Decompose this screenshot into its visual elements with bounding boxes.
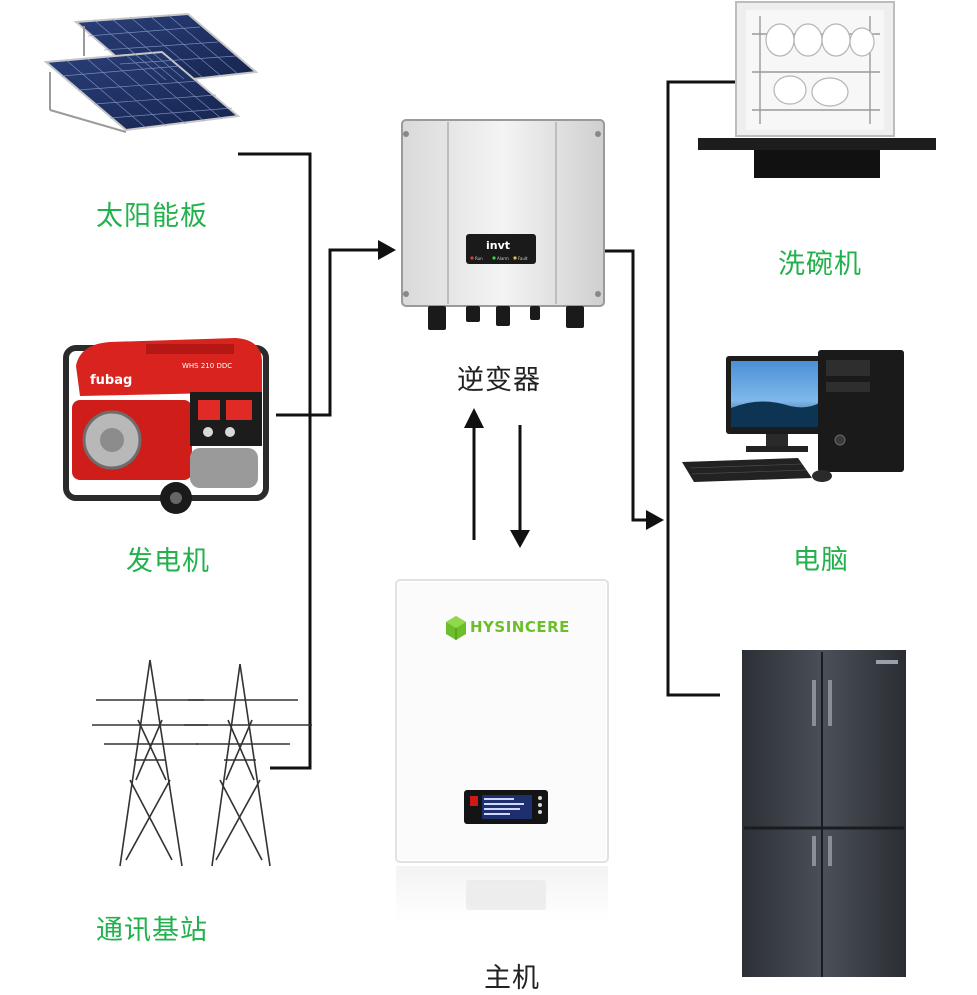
telecom-tower-label: 通讯基站 — [96, 915, 208, 946]
solar-panel-illustration — [43, 12, 259, 133]
generator-label: 发电机 — [126, 546, 210, 577]
inverter-indicator-fault: Fault — [518, 256, 528, 261]
inverter-output-connector — [604, 249, 648, 522]
arrow-up-to-inverter — [464, 408, 484, 428]
computer-label: 电脑 — [793, 545, 849, 576]
inverter-indicator-alarm: Alarm — [497, 256, 509, 261]
dishwasher-illustration — [698, 1, 936, 178]
battery-label: 主机 — [484, 963, 540, 994]
loads-bus — [666, 80, 740, 697]
connector-lines — [238, 80, 740, 770]
dishwasher-label: 洗碗机 — [778, 249, 862, 280]
generator-illustration: fubag WHS 210 DDC — [63, 338, 269, 514]
battery-illustration — [395, 579, 609, 922]
arrow-heads — [378, 240, 664, 548]
solar-connector — [238, 152, 312, 770]
inverter-indicator-run: Run — [475, 256, 483, 261]
battery-logo-icon — [446, 616, 466, 640]
refrigerator-illustration — [742, 650, 906, 977]
battery-brand-label: HYSINCERE — [470, 618, 570, 636]
arrow-into-inverter — [378, 240, 396, 260]
generator-connector — [276, 248, 378, 417]
solar-panel-label: 太阳能板 — [96, 201, 208, 232]
arrow-down-to-battery — [510, 530, 530, 548]
computer-illustration — [682, 350, 904, 482]
generator-brand: fubag — [90, 373, 132, 388]
inverter-label: 逆变器 — [457, 365, 541, 396]
inverter-brand: invt — [486, 239, 510, 252]
inverter-illustration: invt Run Alarm Fault — [401, 119, 605, 330]
arrow-into-loads — [646, 510, 664, 530]
telecom-tower-illustration — [92, 659, 312, 867]
generator-model: WHS 210 DDC — [182, 362, 232, 370]
